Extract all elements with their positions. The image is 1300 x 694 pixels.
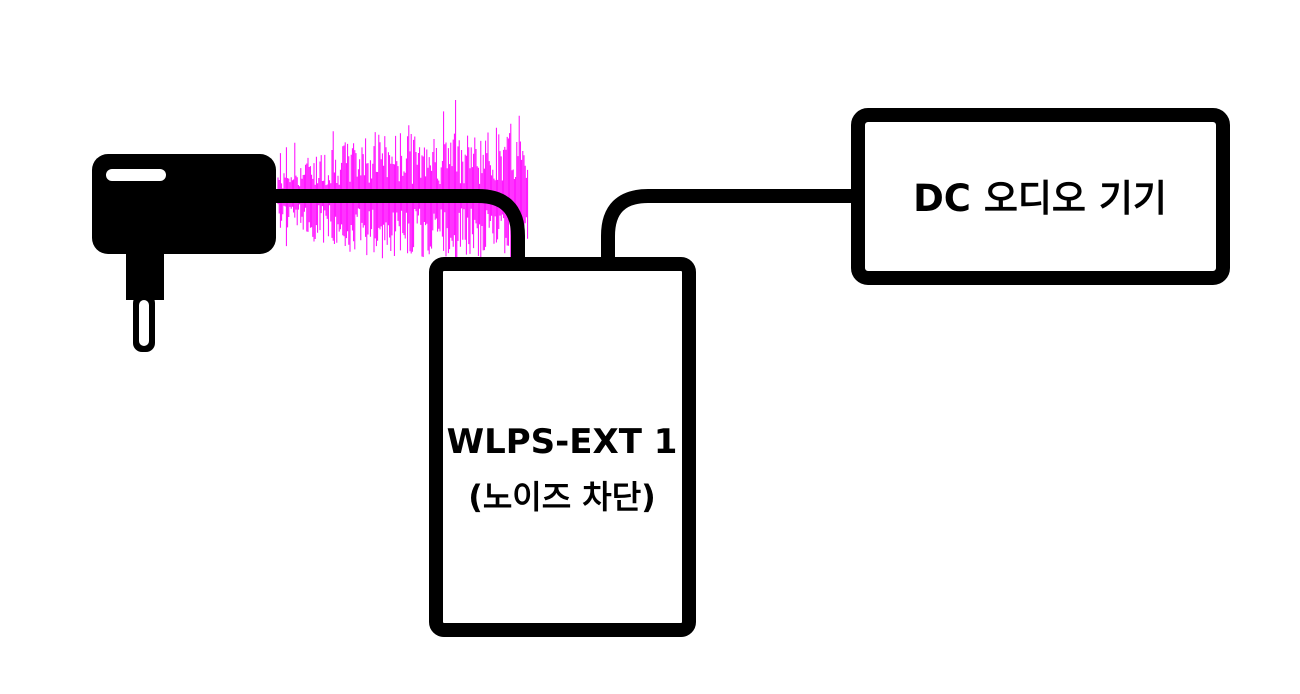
dc-audio-device-label: DC 오디오 기기: [913, 177, 1167, 220]
filter-box-model: WLPS-EXT 1: [447, 422, 678, 462]
adapter-cable: [261, 189, 525, 269]
filter-box-description: (노이즈 차단): [468, 478, 656, 516]
output-cable: [601, 189, 865, 269]
filter-box: WLPS-EXT 1 (노이즈 차단): [429, 257, 696, 637]
power-adapter-plug-icon: [92, 154, 276, 352]
dc-audio-device-box: DC 오디오 기기: [851, 108, 1230, 285]
